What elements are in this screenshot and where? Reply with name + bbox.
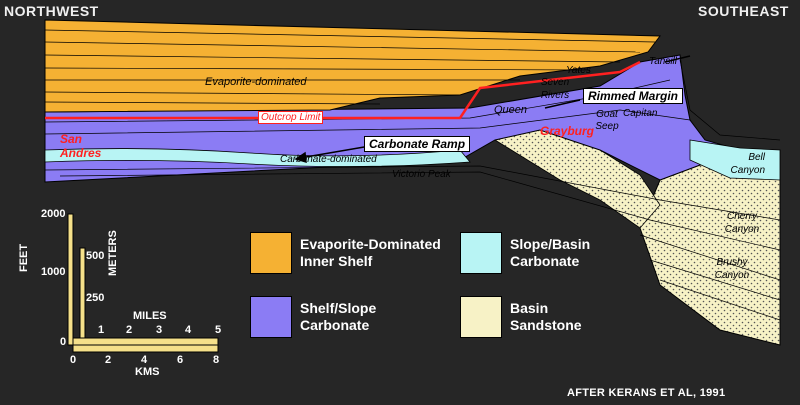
kms-label: KMS (135, 366, 160, 378)
meters-label: METERS (107, 230, 119, 276)
seven-rivers-label: Seven Rivers (540, 77, 570, 101)
goat-seep-label: Goat Seep (595, 109, 619, 132)
feet-tick-1000: 1000 (41, 266, 66, 278)
km-tick-2: 2 (105, 354, 112, 366)
northwest-label: NORTHWEST (4, 3, 99, 19)
mile-tick-3: 3 (156, 324, 163, 336)
tansill-label: Tansill (649, 56, 677, 67)
mile-tick-1: 1 (98, 324, 105, 336)
credit-text: AFTER KERANS ET AL, 1991 (567, 387, 726, 399)
km-tick-8: 8 (213, 354, 220, 366)
capitan-label: Capitan (623, 108, 658, 119)
legend-slope-basin-line2: Carbonate (510, 253, 580, 269)
evaporite-inner-shelf-area (44, 19, 661, 113)
miles-label: MILES (133, 310, 167, 322)
legend-evaporite-line2: Inner Shelf (300, 253, 373, 269)
outcrop-limit-label: Outcrop Limit (258, 111, 324, 124)
legend-evaporite-line1: Evaporite-Dominated (300, 236, 441, 252)
slope-basin-carbonate-band (44, 148, 471, 167)
legend-swatch-evaporite (250, 232, 292, 274)
mile-tick-5: 5 (215, 324, 222, 336)
km-tick-4: 4 (141, 354, 148, 366)
southeast-label: SOUTHEAST (698, 3, 789, 19)
km-tick-0: 0 (70, 354, 77, 366)
basin-sandstone-area (639, 159, 781, 346)
meter-tick-250: 250 (86, 292, 105, 304)
meter-tick-500: 500 (86, 250, 105, 262)
cherry-canyon-label: Cherry Canyon (724, 211, 760, 235)
legend-basin-sandstone-line2: Sandstone (510, 317, 582, 333)
bell-canyon-label: Bell Canyon (730, 152, 765, 176)
legend-slope-basin-line1: Slope/Basin (510, 236, 591, 252)
carbonate-ramp-label[interactable]: Carbonate Ramp (364, 136, 471, 152)
legend-swatch-basin-sandstone (460, 296, 502, 338)
carbonate-ramp-arrow (299, 145, 371, 159)
victorio-peak-label: Victorio Peak (392, 169, 451, 180)
feet-label: FEET (18, 243, 30, 272)
rimmed-margin-arrow (544, 99, 581, 109)
evaporite-dominated-label: Evaporite-dominated (205, 76, 307, 88)
grayburg-label: Grayburg (540, 124, 595, 138)
mile-tick-4: 4 (185, 324, 192, 336)
mile-tick-2: 2 (126, 324, 133, 336)
carbonate-dominated-label: Carbonate-dominated (280, 154, 377, 165)
legend-swatch-shelf-slope (250, 296, 292, 338)
scale-bar (67, 213, 219, 353)
legend-basin-sandstone-line1: Basin (510, 300, 549, 316)
feet-tick-0: 0 (60, 336, 67, 348)
brushy-canyon-label: Brushy Canyon (714, 257, 750, 281)
san-andres-label: San Andres (60, 132, 102, 160)
yates-label: Yates (566, 65, 591, 76)
feet-tick-2000: 2000 (41, 208, 66, 220)
slope-basin-carbonate-slope (689, 139, 781, 181)
km-tick-6: 6 (177, 354, 184, 366)
queen-label: Queen (494, 104, 528, 116)
bedding-lines (44, 29, 781, 321)
legend-shelf-slope-line2: Carbonate (300, 317, 370, 333)
rimmed-margin-label[interactable]: Rimmed Margin (583, 88, 684, 104)
legend-shelf-slope-line1: Shelf/Slope (300, 300, 377, 316)
legend-swatch-slope-basin (460, 232, 502, 274)
